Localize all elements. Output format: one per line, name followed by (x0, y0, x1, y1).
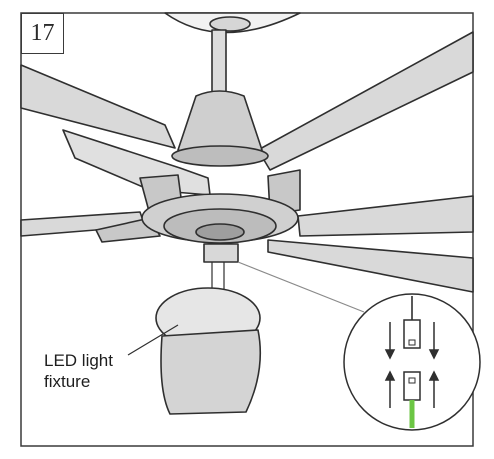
fan-blade-lower-right (267, 239, 474, 293)
lower-plug (403, 371, 421, 401)
arrow-down-icon (384, 322, 440, 360)
connector-detail (343, 293, 481, 431)
ceiling-fan (20, 12, 474, 415)
detail-circle (343, 293, 481, 431)
step-number-box: 17 (21, 13, 64, 54)
callout-label-line2: fixture (44, 372, 91, 391)
upper-plug (403, 319, 421, 349)
connector-block (203, 243, 239, 263)
callout-label-line1: LED light (44, 351, 113, 370)
step-number: 17 (30, 20, 55, 46)
detail-leader-line (237, 261, 365, 313)
fan-blade-upper-right (257, 31, 474, 171)
arrow-up-icon (384, 370, 440, 408)
wiring-hub (195, 223, 245, 241)
callout-label: LED light fixture (44, 350, 113, 392)
motor-ring (171, 145, 269, 167)
fan-blade-right (297, 195, 474, 237)
label-leader-line (127, 324, 179, 356)
fixture-shade (160, 329, 262, 415)
canopy-collar (209, 16, 251, 32)
fan-blade-upper-left (20, 64, 176, 149)
